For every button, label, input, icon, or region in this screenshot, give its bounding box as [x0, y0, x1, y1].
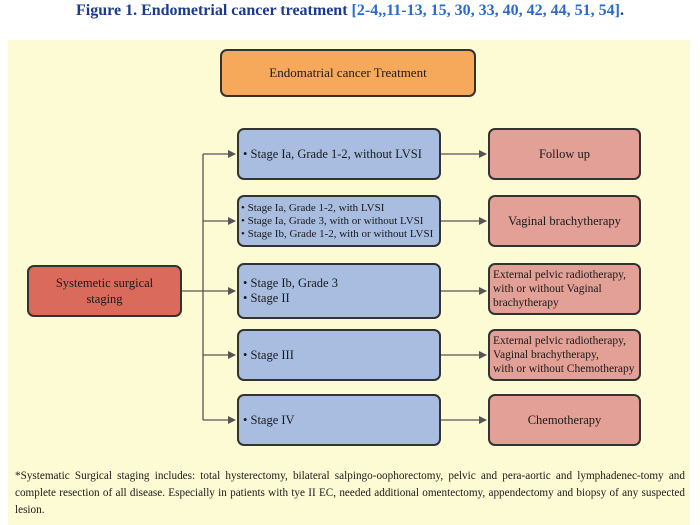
stage-1-line: • Stage Ia, Grade 1-2, without LVSI [243, 146, 422, 161]
outcome-node-1: Follow up [488, 128, 641, 180]
outcome-2-line: Vaginal brachytherapy [508, 213, 621, 228]
outcome-1-line: Follow up [538, 146, 591, 161]
diagram-panel: Endomatrial cancer Treatment Systemetic … [8, 40, 690, 525]
stage-2-line: • Stage Ia, Grade 1-2, with LVSI [241, 201, 385, 214]
stage-4-line: • Stage III [243, 347, 294, 362]
footnote: *Systematic Surgical staging includes: t… [15, 470, 685, 516]
main-treatment-node: Endomatrial cancer Treatment [220, 49, 476, 97]
connector-lines [182, 150, 487, 424]
surgical-staging-line: staging [86, 292, 123, 306]
surgical-staging-line: Systemetic surgical [55, 276, 154, 290]
stage-node-5: • Stage IV [237, 394, 441, 446]
stage-3-line: • Stage Ib, Grade 3 [243, 276, 338, 290]
stage-5-line: • Stage IV [243, 412, 295, 427]
stage-node-1: • Stage Ia, Grade 1-2, without LVSI [237, 128, 441, 180]
stage-2-line: • Stage Ia, Grade 3, with or without LVS… [241, 214, 424, 227]
outcome-node-4: External pelvic radiotherapy, Vaginal br… [488, 329, 641, 381]
figure-title-refs: [2-4,,11-13, 15, 30, 33, 40, 42, 44, 51,… [351, 2, 620, 19]
outcome-node-5: Chemotherapy [488, 394, 641, 446]
outcome-5-line: Chemotherapy [527, 412, 602, 427]
stage-node-2: • Stage Ia, Grade 1-2, with LVSI • Stage… [237, 195, 441, 247]
figure-title-end: . [619, 2, 624, 19]
stage-3-line: • Stage II [243, 291, 290, 305]
outcome-node-2: Vaginal brachytherapy [488, 195, 641, 247]
outcome-3-line: with or without Vaginal [493, 283, 602, 295]
stage-2-line: • Stage Ib, Grade 1-2, with or without L… [241, 227, 434, 240]
outcome-node-3: External pelvic radiotherapy, with or wi… [488, 263, 641, 315]
outcome-3-line: External pelvic radiotherapy, [493, 269, 627, 281]
figure-title: Figure 1. Endometrial cancer treatment [… [0, 2, 700, 20]
stage-node-4: • Stage III [237, 329, 441, 381]
outcome-4-line: with or without Chemotherapy [493, 363, 635, 375]
surgical-staging-node: Systemetic surgical staging [27, 265, 182, 317]
stage-node-3: • Stage Ib, Grade 3 • Stage II [237, 263, 441, 319]
outcome-3-line: brachytherapy [493, 297, 559, 309]
outcome-4-line: Vaginal brachytherapy, [493, 349, 599, 361]
main-treatment-label: Endomatrial cancer Treatment [269, 65, 427, 80]
figure-title-label: Figure 1. Endometrial cancer treatment [76, 2, 348, 19]
outcome-4-line: External pelvic radiotherapy, [493, 335, 627, 347]
